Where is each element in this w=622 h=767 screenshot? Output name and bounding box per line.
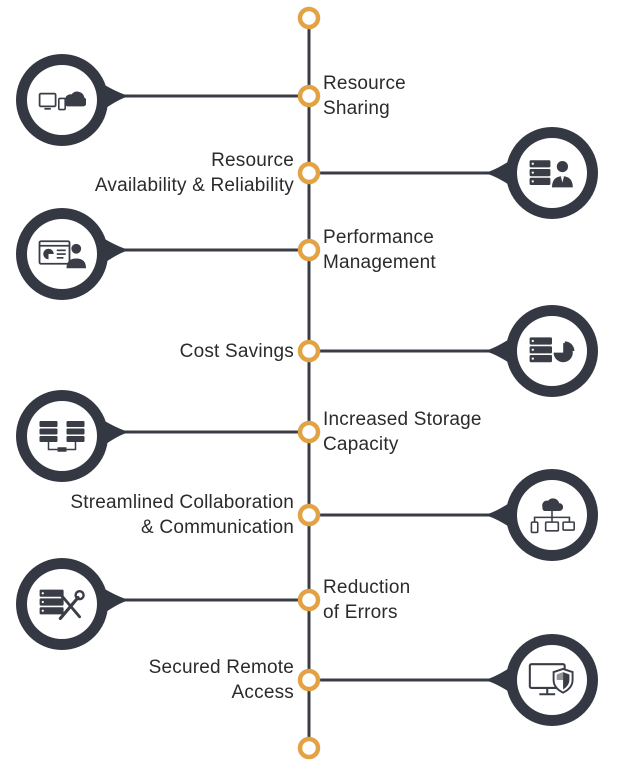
icon-badge-inner: [517, 138, 587, 208]
icon-badge: [16, 54, 108, 146]
icon-badge-inner: [27, 401, 97, 471]
icon-badge: [16, 558, 108, 650]
icon-badge-inner: [27, 65, 97, 135]
item-label-line: Access: [231, 682, 294, 703]
item-label-line: Increased Storage: [323, 409, 482, 430]
timeline-node: [297, 238, 321, 262]
item-label-line: Sharing: [323, 98, 390, 119]
item-label-line: & Communication: [141, 517, 294, 538]
item-label-line: Performance: [323, 227, 434, 248]
item-label-line: Reduction: [323, 577, 411, 598]
timeline-start-node: [297, 6, 321, 30]
timeline-node: [297, 161, 321, 185]
item-label-line: Streamlined Collaboration: [70, 492, 294, 513]
timeline-node: [297, 668, 321, 692]
icon-badge: [506, 127, 598, 219]
item-label-line: Cost Savings: [179, 340, 294, 362]
icon-badge-inner: [517, 645, 587, 715]
timeline-node: [297, 503, 321, 527]
timeline-node: [297, 420, 321, 444]
item-label-line: Resource: [211, 150, 294, 171]
item-label-line: Capacity: [323, 434, 399, 455]
node-layer: [297, 6, 321, 760]
icon-badge: [506, 634, 598, 726]
item-label: Reduction of Errors: [323, 575, 410, 625]
item-label: Cost Savings: [180, 339, 294, 364]
icon-badge: [16, 208, 108, 300]
timeline-node: [297, 84, 321, 108]
timeline-node: [297, 339, 321, 363]
icon-badge: [506, 305, 598, 397]
timeline-node: [297, 588, 321, 612]
item-label-line: of Errors: [323, 602, 398, 623]
icon-badge: [16, 390, 108, 482]
item-label: Streamlined Collaboration & Communication: [70, 490, 294, 540]
icon-circle-layer: [16, 54, 598, 726]
item-label-line: Resource: [323, 73, 406, 94]
timeline-end-node: [297, 736, 321, 760]
item-label-line: Availability & Reliability: [94, 175, 294, 196]
item-label-line: Secured Remote: [148, 657, 294, 678]
item-label-line: Management: [323, 252, 436, 273]
icon-badge: [506, 469, 598, 561]
